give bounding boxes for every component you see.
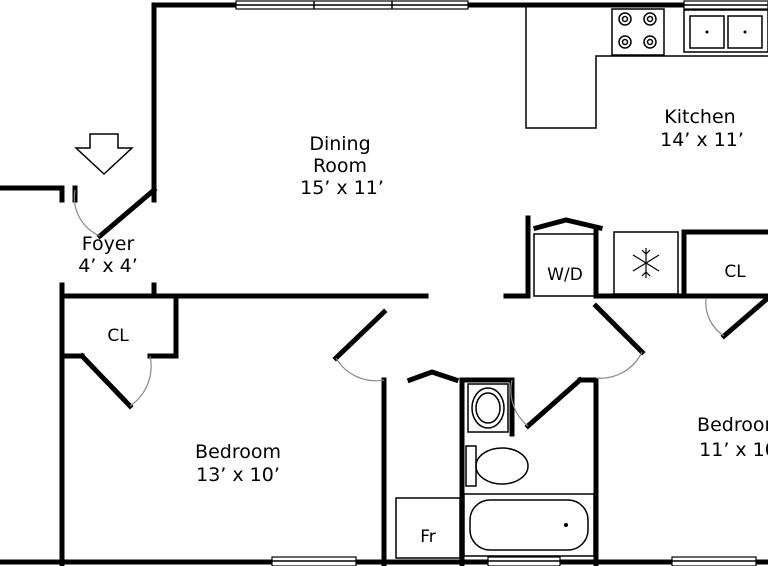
- dining-room-size: 15’ x 11’: [300, 177, 384, 199]
- kitchen-fixtures: [525, 5, 768, 129]
- kitchen-size: 14’ x 11’: [660, 129, 744, 151]
- fridge: [395, 497, 461, 559]
- closet-right-label: CL: [724, 262, 746, 282]
- dining-room-name-line1: Dining: [309, 133, 370, 155]
- foyer-size: 4’ x 4’: [78, 255, 138, 277]
- closet-left-label: CL: [107, 326, 129, 346]
- dining-room-name-line2: Room: [313, 155, 367, 177]
- bathroom-fixtures: [463, 383, 595, 557]
- entry-arrow-icon: [74, 133, 134, 176]
- kitchen-sink-icon: [683, 9, 768, 53]
- bedroom-right-size: 11’ x 10: [699, 439, 768, 461]
- washer-dryer-label: W/D: [547, 265, 583, 285]
- freezer: [613, 231, 679, 295]
- doors: [73, 186, 768, 430]
- bathtub-icon: [469, 499, 589, 551]
- foyer-name: Foyer: [82, 233, 135, 255]
- windows: [235, 0, 768, 566]
- bedroom-right-name: Bedroom: [697, 414, 768, 436]
- snowflake-icon: [632, 248, 660, 278]
- fridge-label: Fr: [420, 527, 436, 547]
- kitchen-name: Kitchen: [664, 106, 735, 128]
- toilet-icon: [475, 447, 529, 485]
- bedroom-left-name: Bedroom: [195, 441, 281, 463]
- bedroom-left-size: 13’ x 10’: [196, 464, 280, 486]
- stove-icon: [611, 8, 665, 56]
